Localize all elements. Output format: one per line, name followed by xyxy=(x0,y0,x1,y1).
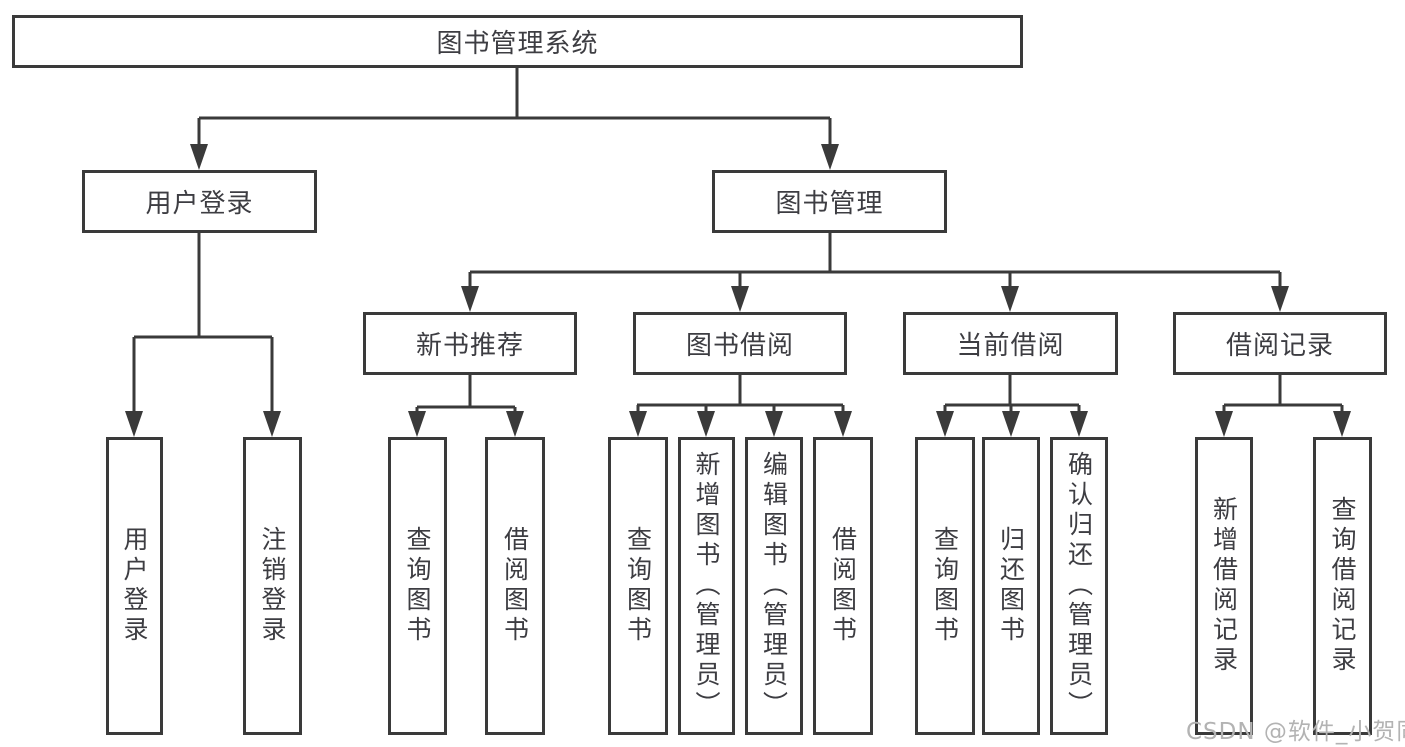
leaf-borrow-books-borrowing: 借阅图书 xyxy=(813,437,873,735)
leaf-confirm-return-admin: 确认归还（管理员） xyxy=(1050,437,1108,735)
node-library-management-system: 图书管理系统 xyxy=(12,15,1023,68)
node-user-login: 用户登录 xyxy=(82,170,317,233)
leaf-add-borrow-record: 新增借阅记录 xyxy=(1195,437,1253,735)
node-borrowing-records: 借阅记录 xyxy=(1173,312,1387,375)
leaf-query-books-borrowing: 查询图书 xyxy=(608,437,668,735)
node-current-borrowing: 当前借阅 xyxy=(903,312,1118,375)
leaf-add-books-admin: 新增图书（管理员） xyxy=(678,437,735,735)
leaf-user-login: 用户登录 xyxy=(106,437,163,735)
node-book-borrowing: 图书借阅 xyxy=(633,312,847,375)
node-new-book-recommendation: 新书推荐 xyxy=(363,312,577,375)
csdn-watermark: CSDN @软件_小贺同学 xyxy=(1186,719,1405,745)
leaf-borrow-books-recommend: 借阅图书 xyxy=(485,437,545,735)
leaf-query-books-recommend: 查询图书 xyxy=(388,437,447,735)
node-book-management: 图书管理 xyxy=(712,170,947,233)
leaf-query-borrow-record: 查询借阅记录 xyxy=(1313,437,1372,735)
leaf-edit-books-admin: 编辑图书（管理员） xyxy=(745,437,803,735)
leaf-logout: 注销登录 xyxy=(243,437,302,735)
leaf-query-books-current: 查询图书 xyxy=(915,437,975,735)
leaf-return-books: 归还图书 xyxy=(982,437,1040,735)
